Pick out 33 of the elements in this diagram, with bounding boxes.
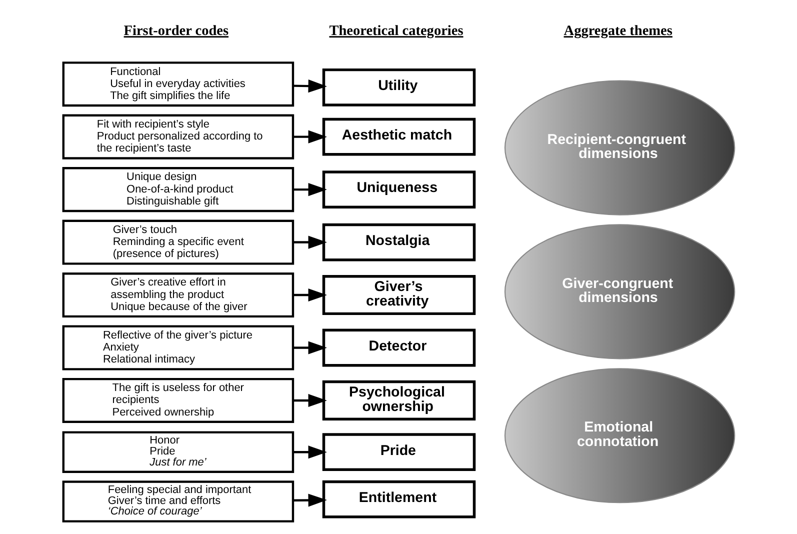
node-ellipse: Giver-congruent dimensions xyxy=(504,224,735,360)
label: First-order codes xyxy=(123,23,228,40)
node-box: Giver’s creativity xyxy=(322,274,476,316)
label: Aggregate themes xyxy=(563,23,672,40)
arrow xyxy=(292,236,326,249)
arrow xyxy=(292,288,326,302)
arrow xyxy=(292,394,326,408)
node-box: Honor Pride Just for me’ xyxy=(62,431,294,473)
node-box: Giver’s touch Reminding a specific event (presence of pictures) xyxy=(62,220,294,265)
arrow xyxy=(292,446,326,459)
arrow xyxy=(292,80,326,93)
arrow xyxy=(292,341,326,354)
node-box: Psychological ownership xyxy=(322,380,476,421)
node-box: Feeling special and important Giver’s time and efforts ‘Choice of courage’ xyxy=(62,480,294,522)
node-box: Utility xyxy=(322,68,476,106)
node-ellipse: Recipient-congruent dimensions xyxy=(504,80,735,216)
label: Theoretical categories xyxy=(328,23,463,40)
node-box: Functional Useful in everyday activities The gift simplifies the life xyxy=(62,62,294,107)
node-box: Uniqueness xyxy=(322,170,476,208)
node-box: Fit with recipient’s style Product personalized according to the recipient’s taste xyxy=(62,114,294,160)
node-box: Giver’s creative effort in assembling the product Unique because of the giver xyxy=(62,272,294,318)
node-box: Unique design One-of-a-kind product Distinguishable gift xyxy=(62,167,294,212)
node-ellipse: Emotional connotation xyxy=(504,368,735,504)
node-box: Detector xyxy=(322,328,476,367)
node-box: Pride xyxy=(322,433,476,472)
node-box: Aesthetic match xyxy=(322,118,476,156)
arrow xyxy=(292,130,326,144)
arrow xyxy=(292,494,326,507)
node-box: Nostalgia xyxy=(322,223,476,262)
node-box: Reflective of the giver’s picture Anxiety Relational intimacy xyxy=(62,325,294,370)
node-box: Entitlement xyxy=(322,480,476,518)
node-box: The gift is useless for other recipients Perceived ownership xyxy=(62,378,294,423)
arrow xyxy=(292,183,326,196)
